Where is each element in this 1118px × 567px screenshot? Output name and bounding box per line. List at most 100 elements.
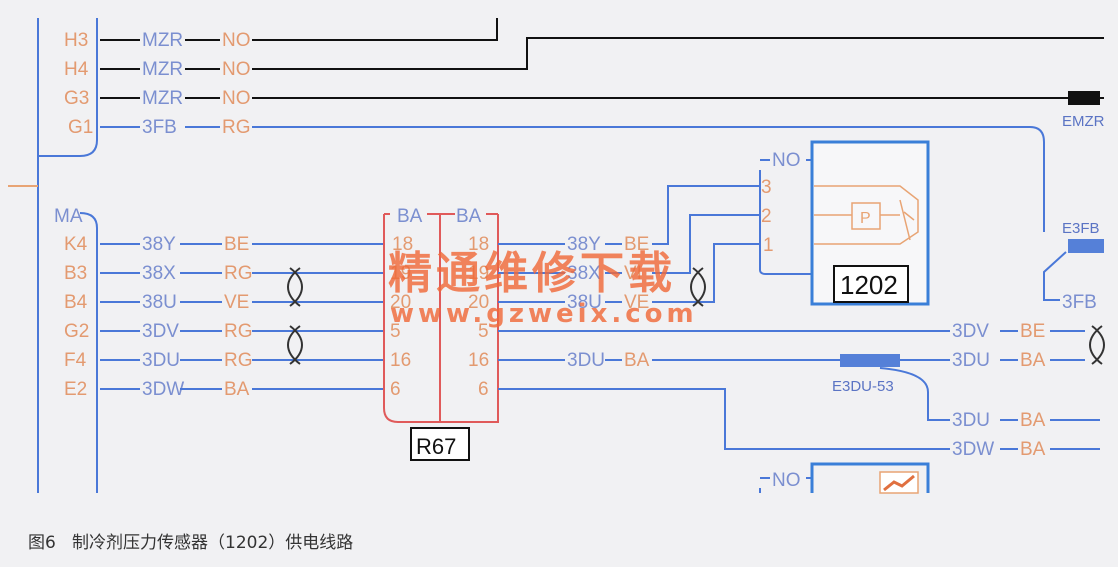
- r67-pin: 16: [390, 350, 411, 371]
- r67-right-pin: 20: [468, 292, 489, 313]
- r67-pin: 20: [390, 292, 411, 313]
- bottom-connector-color: NO: [772, 470, 801, 491]
- sensor-pin: 2: [761, 206, 772, 227]
- wire-label: 38Y: [567, 234, 601, 255]
- right-rows: 3DV BE 3DU BA 3DU BA 3DW BA: [952, 321, 1105, 460]
- r67-connector: BA BA 18 19 20 5 16 6 R67: [383, 206, 499, 461]
- color-label: NO: [222, 59, 251, 80]
- r67-pin: 18: [392, 234, 413, 255]
- color-label: VI: [624, 263, 642, 284]
- splice-e3du-53: E3DU-53: [832, 354, 900, 395]
- r67-label: R67: [416, 434, 456, 459]
- r67-pin: 5: [390, 321, 401, 342]
- r67-pin: 19: [390, 263, 411, 284]
- wire-label: 3DV: [142, 321, 179, 342]
- wire-label: 3FB: [142, 117, 177, 138]
- ma-row-f4: F4 3DU RG 16: [64, 350, 411, 371]
- color-label: RG: [224, 263, 253, 284]
- r67-left-header: BA: [397, 206, 423, 227]
- r67-label-box: [410, 427, 470, 461]
- wire-label: 3DU: [952, 410, 990, 431]
- wire-label: MZR: [142, 88, 183, 109]
- splice-body: [840, 354, 900, 367]
- ma-row-k4: K4 38Y BE 18: [64, 234, 413, 255]
- sensor-pin: 1: [763, 235, 774, 256]
- color-label: BE: [224, 234, 249, 255]
- top-bus: H3 MZR NO H4 MZR NO G3 MZR NO G1 3FB RG: [64, 18, 1105, 232]
- e3fb-wire: 3FB: [1062, 292, 1097, 313]
- color-label: RG: [222, 117, 251, 138]
- r67-right-header: BA: [456, 206, 482, 227]
- color-label: RG: [224, 321, 253, 342]
- wire-label: 3DW: [952, 439, 994, 460]
- pin-label: B4: [64, 292, 88, 313]
- ma-row-b4: B4 38U VE 20: [64, 292, 411, 313]
- wire-label: 3DW: [142, 379, 184, 400]
- color-label: RG: [224, 350, 253, 371]
- pressure-sensor-1202: NO 3 2 1 P 1202: [759, 140, 930, 306]
- pin-label: K4: [64, 234, 88, 255]
- top-row-h4: H4 MZR NO: [64, 59, 251, 80]
- sensor-pin: 3: [761, 177, 772, 198]
- color-label: NO: [222, 88, 251, 109]
- right-wire-labels: 38Y BE 38X VI 38U VE 3DU BA: [567, 234, 650, 371]
- wire-label: 3DU: [567, 350, 605, 371]
- wire-label: 38X: [142, 263, 176, 284]
- wire-label: 38U: [567, 292, 602, 313]
- watermark-line2: www.gzweix.com: [390, 299, 698, 329]
- pressure-symbol: P: [860, 210, 871, 227]
- pin-label: H3: [64, 30, 88, 51]
- wire-label: 38X: [567, 263, 601, 284]
- color-label: VE: [624, 292, 649, 313]
- color-label: BA: [1020, 410, 1046, 431]
- ma-row-e2: E2 3DW BA 6: [64, 379, 401, 400]
- wire-label: MZR: [142, 30, 183, 51]
- color-label: BA: [224, 379, 250, 400]
- connector-name: MA: [54, 206, 83, 227]
- emzr-label: EMZR: [1062, 113, 1105, 130]
- pin-label: B3: [64, 263, 87, 284]
- color-label: BA: [1020, 350, 1046, 371]
- watermark: 精通维修下载 www.gzweix.com: [388, 248, 698, 329]
- color-label: BA: [1020, 439, 1046, 460]
- color-label: NO: [222, 30, 251, 51]
- pin-label: G2: [64, 321, 89, 342]
- color-label: BA: [624, 350, 650, 371]
- ma-row-g2: G2 3DV RG 5: [64, 321, 401, 342]
- splice-label: E3DU-53: [832, 378, 894, 395]
- twisted-pair-icon: [1089, 325, 1105, 365]
- color-label: BE: [624, 234, 649, 255]
- color-label: VE: [224, 292, 249, 313]
- pin-label: G3: [64, 88, 89, 109]
- wire-label: 38Y: [142, 234, 176, 255]
- wire-label: 3DU: [952, 350, 990, 371]
- r67-right-pin: 19: [468, 263, 489, 284]
- watermark-line1: 精通维修下载: [388, 248, 676, 299]
- r67-pin: 6: [390, 379, 401, 400]
- emzr-connector: [1068, 91, 1100, 105]
- figure-caption: 图6 制冷剂压力传感器（1202）供电线路: [28, 533, 354, 553]
- e3fb-label: E3FB: [1062, 220, 1100, 237]
- r67-right-pin: 18: [468, 234, 489, 255]
- pin-label: F4: [64, 350, 87, 371]
- bottom-component: NO: [759, 462, 930, 494]
- bottom-component-body: [810, 462, 930, 493]
- r67-right-wires: [498, 185, 1100, 450]
- wire-label: 38U: [142, 292, 177, 313]
- e3fb-splice: [1068, 239, 1104, 253]
- e3fb-connector: E3FB 3FB: [1043, 220, 1104, 313]
- top-row-h3: H3 MZR NO: [64, 30, 251, 51]
- sensor-label: 1202: [840, 270, 898, 300]
- component-symbol: [879, 471, 919, 494]
- bus-lines: [8, 18, 98, 493]
- top-row-g1: G1 3FB RG: [68, 117, 251, 138]
- color-label: BE: [1020, 321, 1045, 342]
- wire-label: 3DU: [142, 350, 180, 371]
- wire-label: MZR: [142, 59, 183, 80]
- r67-right-pin: 6: [478, 379, 489, 400]
- top-row-g3: G3 MZR NO: [64, 88, 251, 109]
- r67-right-pin: 5: [478, 321, 489, 342]
- pin-label: G1: [68, 117, 93, 138]
- left-connector: MA K4 38Y BE 18 B3 38X RG 19 B4 38U VE 2…: [54, 206, 413, 400]
